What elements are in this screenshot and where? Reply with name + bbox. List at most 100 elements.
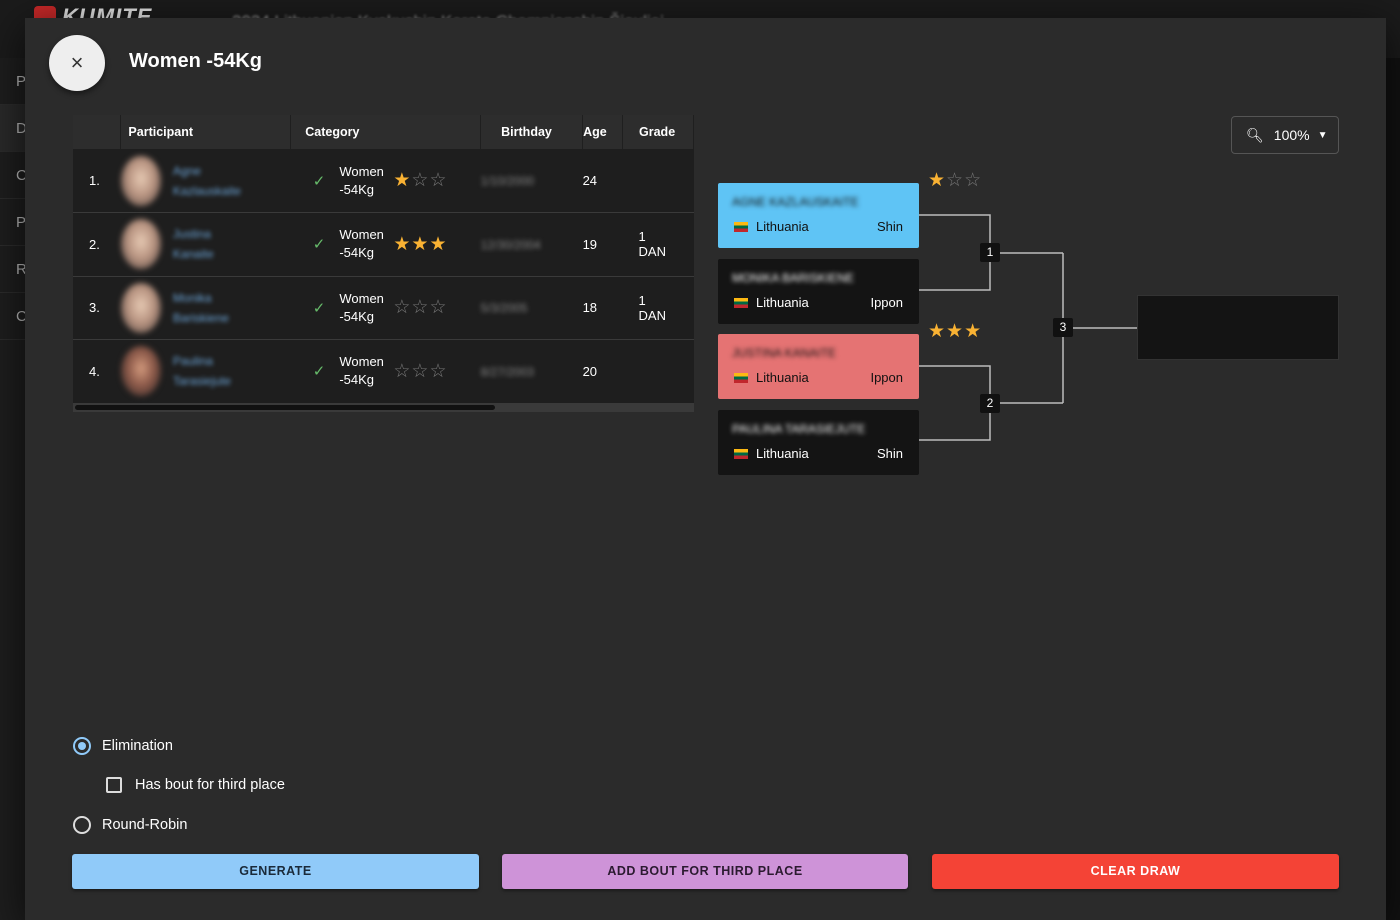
star-empty-icon[interactable]: ☆ [411, 360, 430, 382]
column-header-grade[interactable]: Grade [622, 115, 694, 149]
participant-last-name[interactable]: Kazlauskaite [172, 183, 241, 198]
round-robin-radio[interactable] [73, 816, 91, 834]
final-winner-slot [1137, 295, 1339, 360]
grade-line1: 1 [638, 292, 646, 308]
close-button[interactable]: × [49, 35, 105, 91]
participant-last-name[interactable]: Tarasiejute [172, 374, 231, 389]
zoom-icon: 🔍︎ [1246, 126, 1264, 143]
lithuania-flag-icon [734, 221, 748, 232]
participant-last-name[interactable]: Kanaite [172, 247, 214, 262]
bout1-stars: ★☆☆ [928, 169, 982, 192]
age-cell: 18 [582, 300, 598, 316]
participant-first-name[interactable]: Justina [172, 227, 211, 242]
generate-button[interactable]: GENERATE [72, 854, 479, 889]
category-line2: -54Kg [339, 372, 375, 388]
participant-first-name[interactable]: Agne [172, 163, 201, 178]
birthday-cell: 1/10/2000 [481, 149, 583, 213]
third-place-option[interactable]: Has bout for third place [106, 777, 285, 793]
category-line2: -54Kg [339, 181, 375, 197]
column-header-participant[interactable]: Participant [120, 115, 292, 149]
competitor-country: Lithuania [734, 219, 809, 234]
bout-number-1[interactable]: 1 [980, 243, 1000, 262]
clear-draw-button[interactable]: CLEAR DRAW [932, 854, 1339, 889]
avatar [120, 155, 161, 206]
grade-line2: DAN [638, 244, 666, 260]
grade-line2: DAN [638, 307, 666, 323]
lithuania-flag-icon [734, 448, 748, 459]
elimination-label: Elimination [102, 738, 173, 754]
age-cell: 20 [582, 363, 598, 379]
column-header-category[interactable]: Category [290, 115, 482, 149]
elimination-radio[interactable] [73, 737, 91, 755]
star-empty-icon[interactable]: ☆ [393, 297, 412, 319]
competitor-name: JUSTINA KANAITE [732, 346, 837, 360]
scrollbar-thumb[interactable] [75, 405, 495, 410]
add-third-place-bout-button[interactable]: ADD BOUT FOR THIRD PLACE [502, 854, 908, 889]
category-line1: Women [339, 290, 384, 306]
competitor-card[interactable]: MONIKA BARISKIENE Lithuania Ippon [718, 259, 919, 324]
star-empty-icon[interactable]: ☆ [393, 360, 412, 382]
birthday-value: 5/3/2005 [480, 301, 528, 316]
check-icon: ✓ [312, 172, 326, 190]
star-filled-icon[interactable]: ★ [393, 233, 412, 255]
category-line1: Women [339, 163, 384, 179]
birthday-value: 12/30/2004 [480, 237, 541, 252]
star-filled-icon[interactable]: ★ [964, 321, 983, 342]
star-empty-icon[interactable]: ☆ [411, 297, 430, 319]
round-robin-option[interactable]: Round-Robin [73, 816, 187, 834]
star-empty-icon[interactable]: ☆ [429, 360, 448, 382]
star-filled-icon[interactable]: ★ [946, 321, 965, 342]
column-header-age[interactable]: Age [582, 115, 624, 149]
birthday-value: 8/27/2003 [480, 364, 535, 379]
check-icon: ✓ [312, 236, 326, 254]
seed-stars: ★☆☆ [393, 169, 447, 192]
star-empty-icon[interactable]: ☆ [429, 297, 448, 319]
category-cell: ✓Women-54Kg☆☆☆ [291, 340, 481, 404]
competitor-country: Lithuania [734, 295, 809, 310]
row-number: 4. [89, 363, 100, 379]
star-filled-icon[interactable]: ★ [429, 233, 448, 255]
row-number: 1. [89, 173, 100, 188]
participant-first-name[interactable]: Monika [172, 290, 212, 305]
zoom-select[interactable]: 🔍︎ 100% ▼ [1231, 116, 1339, 154]
star-filled-icon[interactable]: ★ [411, 233, 430, 255]
star-filled-icon[interactable]: ★ [393, 170, 412, 191]
bout-number-3[interactable]: 3 [1053, 318, 1073, 337]
competitor-card[interactable]: PAULINA TARASIEJUTE Lithuania Shin [718, 410, 919, 475]
competitor-country: Lithuania [734, 446, 809, 461]
bout-number-2[interactable]: 2 [980, 394, 1000, 413]
competitor-card[interactable]: JUSTINA KANAITE Lithuania Ippon [718, 334, 919, 399]
participant-first-name[interactable]: Paulina [172, 354, 213, 369]
horizontal-scrollbar[interactable] [73, 403, 694, 412]
third-place-label: Has bout for third place [135, 777, 285, 793]
bout2-stars: ★★★ [928, 320, 982, 343]
row-number: 2. [89, 236, 100, 252]
star-empty-icon[interactable]: ☆ [964, 170, 983, 191]
column-header-birthday[interactable]: Birthday [480, 115, 584, 149]
star-empty-icon[interactable]: ☆ [946, 170, 965, 191]
participant-last-name[interactable]: Bariskiene [172, 310, 229, 325]
lithuania-flag-icon [734, 297, 748, 308]
competitor-grade: Ippon [870, 370, 903, 385]
age-cell: 19 [582, 236, 598, 252]
competitor-grade: Shin [876, 446, 903, 461]
competitor-card[interactable]: AGNE KAZLAUSKAITE Lithuania Shin [718, 183, 919, 248]
star-filled-icon[interactable]: ★ [928, 321, 947, 342]
star-empty-icon[interactable]: ☆ [429, 170, 448, 191]
seed-stars: ★★★ [393, 233, 447, 256]
competitor-name: PAULINA TARASIEJUTE [732, 422, 866, 436]
star-empty-icon[interactable]: ☆ [411, 170, 430, 191]
star-filled-icon[interactable]: ★ [928, 170, 947, 191]
third-place-checkbox[interactable] [106, 777, 122, 793]
round-robin-label: Round-Robin [102, 817, 188, 833]
elimination-option[interactable]: Elimination [73, 737, 173, 755]
